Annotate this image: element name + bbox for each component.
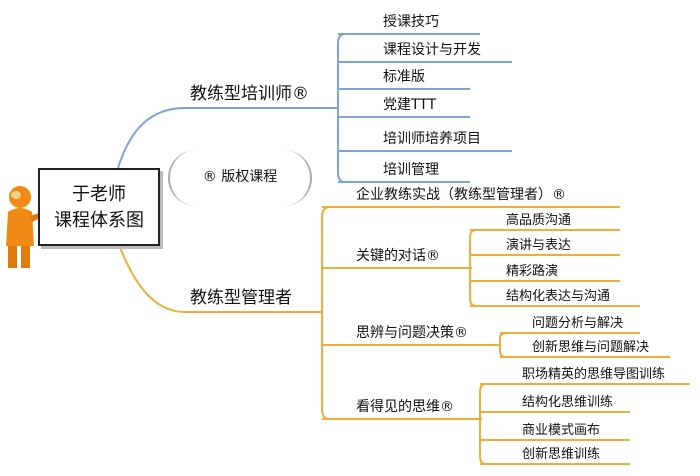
trainer-item: 培训管理	[383, 162, 439, 178]
trainer-item: 党建TTT	[383, 97, 437, 113]
manager-sub-label: 企业教练实战（教练型管理者）®	[356, 187, 566, 203]
thinking-item: 创新思维与问题解决	[532, 340, 650, 355]
dialog-item: 演讲与表达	[506, 238, 572, 253]
copyright-badge: ® 版权课程	[168, 150, 312, 206]
manager-sub-label: 关键的对话®	[356, 248, 440, 264]
manager-bracket	[320, 206, 331, 420]
thinking-item: 问题分析与解决	[532, 316, 624, 331]
trainer-item: 培训师培养项目	[383, 131, 481, 147]
visual-item: 结构化思维训练	[522, 395, 614, 410]
manager-sub-label: 看得见的思维®	[356, 399, 454, 415]
trainer-branch-line	[117, 107, 335, 169]
trainer-bracket	[335, 33, 346, 183]
visual-item: 创新思维训练	[522, 447, 601, 462]
manager-sub-label: 思辨与问题决策®	[356, 325, 468, 341]
trainer-item: 课程设计与开发	[383, 42, 481, 58]
center-node-board: 于老师 课程体系图	[38, 168, 160, 246]
trainer-item: 标准版	[383, 69, 425, 85]
dialog-item: 结构化表达与沟通	[506, 289, 611, 304]
center-title-line2: 课程体系图	[54, 210, 144, 231]
dialog-bracket	[469, 229, 477, 307]
branch-trainer-label: 教练型培训师®	[190, 84, 309, 104]
trainer-item: 授课技巧	[383, 14, 439, 30]
visual-item: 商业模式画布	[522, 423, 601, 438]
visual-item: 职场精英的思维导图训练	[522, 367, 666, 382]
copyright-badge-text: ® 版权课程	[202, 169, 278, 185]
visual-bracket	[479, 383, 487, 465]
dialog-item: 精彩路演	[506, 264, 559, 279]
dialog-item: 高品质沟通	[506, 213, 572, 228]
center-title-line1: 于老师	[72, 184, 126, 205]
thinking-bracket	[499, 332, 507, 358]
manager-branch-line	[117, 241, 320, 313]
branch-manager-label: 教练型管理者	[190, 288, 292, 308]
